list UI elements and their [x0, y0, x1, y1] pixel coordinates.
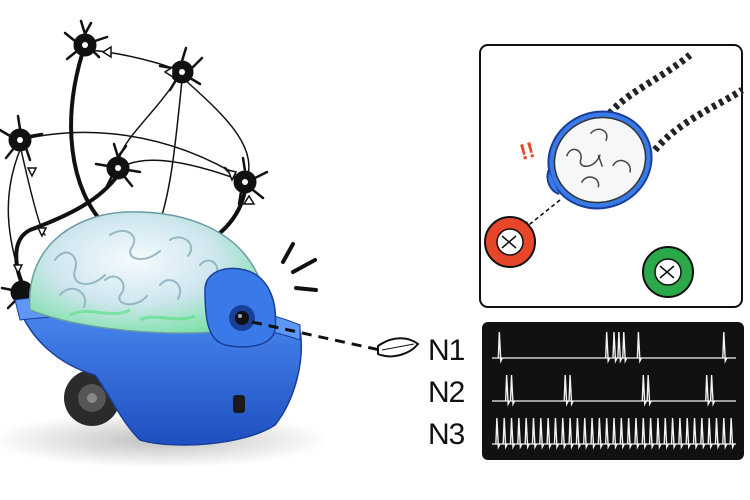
spike-mark: [502, 417, 508, 450]
synapse-marker: [36, 227, 48, 238]
spike-mark: [641, 374, 647, 407]
spike-mark: [509, 417, 516, 450]
robot: [0, 211, 330, 468]
spike-mark: [517, 417, 523, 450]
synapse-marker: [101, 45, 112, 59]
axon-line: [89, 49, 181, 73]
spike-mark: [497, 331, 503, 364]
spike-mark: [663, 417, 669, 450]
spike-traces: [492, 331, 736, 450]
glass-brain: [28, 211, 261, 334]
spike-mark: [604, 331, 611, 364]
arena-panel: !!: [479, 44, 744, 308]
green-target-icon: [642, 246, 694, 298]
spike-mark: [700, 417, 706, 450]
spike-mark: [646, 374, 652, 407]
neuron-icon: [63, 19, 109, 61]
neuron-cells: [0, 19, 269, 310]
synapse-marker: [226, 168, 238, 182]
spike-mark: [568, 417, 574, 450]
spike-mark: [597, 417, 603, 450]
spike-mark: [636, 331, 643, 364]
spike-mark: [619, 417, 625, 450]
spike-mark: [685, 417, 691, 450]
spike-mark: [617, 331, 623, 364]
neuron-icon: [223, 156, 269, 206]
spike-mark: [612, 417, 618, 450]
spike-mark: [670, 417, 677, 450]
spike-mark: [539, 417, 545, 450]
spike-mark: [656, 417, 662, 450]
spike-mark: [563, 374, 569, 407]
trace-label-n3: N3: [428, 418, 465, 451]
synapse-marker: [242, 194, 256, 205]
axon-line: [19, 131, 246, 181]
spike-mark: [729, 417, 735, 450]
trace-label-n1: N1: [428, 334, 465, 367]
neuron-icon: [158, 46, 204, 92]
spike-mark: [612, 331, 618, 364]
spike-mark: [546, 417, 552, 450]
spike-panel: [482, 322, 744, 460]
spike-mark: [604, 417, 611, 450]
spike-mark: [692, 417, 699, 450]
signal-arrow: [251, 320, 420, 358]
brain-glow: [69, 308, 196, 322]
spike-mark: [575, 417, 582, 450]
spike-mark: [622, 331, 628, 364]
red-target-icon: [484, 216, 536, 268]
axon-line: [19, 144, 46, 236]
spike-mark: [722, 331, 728, 364]
neuron-icon: [0, 114, 44, 162]
spike-mark: [524, 417, 530, 450]
spike-mark: [509, 374, 516, 407]
spike-mark: [553, 417, 560, 450]
spike-mark: [648, 417, 655, 450]
axon-line: [69, 43, 107, 227]
spike-mark: [714, 417, 721, 450]
spike-mark: [531, 417, 538, 450]
axon-line: [7, 149, 21, 271]
axon-line: [184, 79, 250, 186]
alert-mark: !!: [517, 137, 538, 165]
spike-mark: [626, 417, 633, 450]
trace-label-n2: N2: [428, 376, 465, 409]
robot-port-icon: [233, 395, 245, 413]
spike-mark: [722, 417, 728, 450]
neuron-icon: [0, 268, 34, 310]
neuron-icon: [94, 142, 142, 190]
camera-icon: [204, 267, 277, 348]
spike-mark: [641, 417, 647, 450]
spike-mark: [705, 374, 711, 407]
spike-mark: [678, 417, 684, 450]
spike-mark: [568, 374, 574, 407]
spike-mark: [504, 374, 511, 407]
synapse-marker: [26, 167, 38, 178]
synapse-marker: [163, 65, 174, 79]
synapse-marker: [12, 264, 24, 275]
spike-mark: [709, 374, 716, 407]
spike-mark: [583, 417, 589, 450]
spike-mark: [707, 417, 713, 450]
motion-marks: [281, 242, 318, 292]
spike-mark: [561, 417, 567, 450]
spike-mark: [634, 417, 640, 450]
spike-mark: [590, 417, 596, 450]
mini-robot: [546, 110, 653, 210]
spike-mark: [495, 417, 501, 450]
